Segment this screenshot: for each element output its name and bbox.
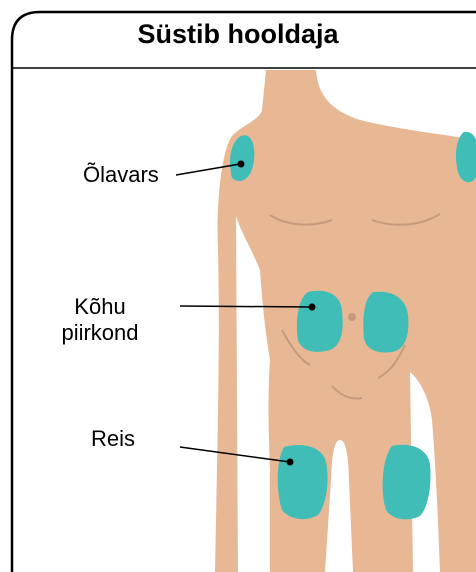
leader-dot-thigh bbox=[287, 459, 294, 466]
diagram-title: Süstib hooldaja bbox=[0, 14, 476, 54]
injection-site-abdomen-right bbox=[363, 292, 408, 353]
body-figure bbox=[215, 70, 476, 572]
leader-line-abdomen bbox=[180, 306, 312, 307]
injection-site-thigh-left bbox=[278, 445, 328, 519]
label-thigh: Reis bbox=[91, 426, 135, 452]
injection-site-abdomen-left bbox=[297, 291, 343, 352]
label-upper-arm: Õlavars bbox=[83, 162, 159, 188]
body-silhouette bbox=[215, 70, 476, 572]
label-abdomen-line1: Kõhu bbox=[50, 294, 150, 320]
label-abdomen-line2: piirkond bbox=[50, 320, 150, 346]
navel bbox=[348, 313, 356, 321]
label-abdomen: Kõhu piirkond bbox=[50, 294, 150, 346]
injection-site-thigh-right bbox=[383, 445, 431, 520]
leader-dot-upper-arm bbox=[238, 161, 245, 168]
leader-dot-abdomen bbox=[309, 304, 316, 311]
injection-site-upper-arm-right bbox=[456, 132, 476, 182]
